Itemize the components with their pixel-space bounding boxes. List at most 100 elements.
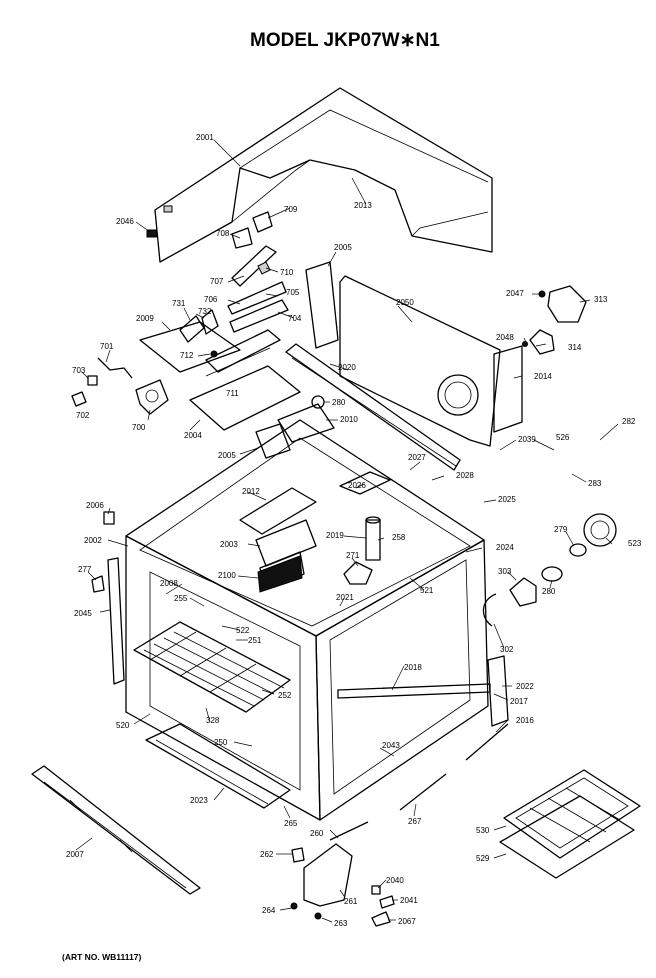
callout-710: 710 [280,268,294,277]
callout-708: 708 [216,229,230,238]
callout-2048: 2048 [496,333,514,342]
callout-530: 530 [476,826,490,835]
callout-526: 526 [556,433,570,442]
leader-lines [75,139,619,923]
callout-302: 302 [500,645,514,654]
callout-2018: 2018 [404,663,422,672]
callout-2020: 2020 [338,363,356,372]
callout-251: 251 [248,636,262,645]
callout-2043: 2043 [382,741,400,750]
callout-2005-bottom: 2005 [218,451,236,460]
oven-rack [133,621,291,713]
callout-2012: 2012 [242,487,260,496]
callout-2003: 2003 [220,540,238,549]
drawer-slide-parts [337,655,509,811]
callout-2016: 2016 [516,716,534,725]
callout-2013: 2013 [354,201,372,210]
callout-283: 283 [588,479,602,488]
callout-280-side: 280 [542,587,556,596]
callout-2021: 2021 [336,593,354,602]
callout-711: 711 [226,389,239,398]
callout-702: 702 [76,411,90,420]
callout-700: 700 [132,423,146,432]
callout-2045: 2045 [74,609,92,618]
callout-701: 701 [100,342,114,351]
callout-705: 705 [286,288,300,297]
burner-parts-top [255,395,335,459]
broiler-pan [499,769,641,879]
bottom-floor-panel [145,723,291,809]
callout-260: 260 [310,829,324,838]
bake-burner-stack [239,471,391,593]
callout-328: 328 [206,716,220,725]
top-cover-panel [146,87,493,263]
callout-280-top: 280 [332,398,346,407]
callout-265: 265 [284,819,298,828]
callout-314: 314 [568,343,582,352]
igniter-control-assembly [179,211,289,358]
burner-tube [343,516,381,585]
right-side-parts [482,513,617,627]
callout-262: 262 [260,850,274,859]
callout-2007: 2007 [66,850,84,859]
callout-2008: 2008 [160,579,178,588]
callout-703: 703 [72,366,86,375]
callout-2024: 2024 [496,543,514,552]
callout-709: 709 [284,205,298,214]
kick-panel [31,765,201,895]
callout-2041: 2041 [400,896,418,905]
callout-252: 252 [278,691,292,700]
callout-521: 521 [420,586,434,595]
callout-523: 523 [628,539,642,548]
callout-313: 313 [594,295,608,304]
callout-2009: 2009 [136,314,154,323]
art-number: (ART NO. WB11117) [62,952,142,962]
callout-2050: 2050 [396,298,414,307]
callout-267: 267 [408,817,422,826]
callout-707: 707 [210,277,224,286]
broiler-burner-assembly [139,321,301,431]
callout-704: 704 [288,314,302,323]
callout-731: 731 [172,299,186,308]
diagram-title: MODEL JKP07W∗N1 [250,30,440,51]
callout-255: 255 [174,594,188,603]
callout-271: 271 [346,551,360,560]
callout-2039: 2039 [518,435,536,444]
callout-2047: 2047 [506,289,524,298]
callout-250: 250 [214,738,228,747]
callout-277: 277 [78,565,92,574]
callout-2017: 2017 [510,697,528,706]
callout-2027: 2027 [408,453,426,462]
callout-732: 732 [198,307,212,316]
callout-303: 303 [498,567,512,576]
callout-258: 258 [392,533,406,542]
callout-2002: 2002 [84,536,102,545]
hinge-parts [290,821,369,920]
callout-2028: 2028 [456,471,474,480]
callout-2100: 2100 [218,571,236,580]
callout-529: 529 [476,854,490,863]
callout-2004: 2004 [184,431,202,440]
callout-2025: 2025 [498,495,516,504]
cross-brace [285,343,461,471]
callout-2014: 2014 [534,372,552,381]
callout-2001: 2001 [196,133,214,142]
callout-2010: 2010 [340,415,358,424]
callout-2005-top: 2005 [334,243,352,252]
callout-2019: 2019 [326,531,344,540]
callout-520: 520 [116,721,130,730]
callout-706: 706 [204,295,218,304]
callout-2067: 2067 [398,917,416,926]
callout-labels: 2001 2013 2046 709 708 710 707 706 705 7… [66,133,642,928]
callout-712: 712 [180,351,194,360]
oven-body [125,419,489,821]
callout-2022: 2022 [516,682,534,691]
gas-valve-parts [71,357,169,415]
callout-2006: 2006 [86,501,104,510]
callout-264: 264 [262,906,276,915]
callout-261: 261 [344,897,358,906]
callout-2023: 2023 [190,796,208,805]
rear-panel [305,261,523,447]
callout-279: 279 [554,525,568,534]
